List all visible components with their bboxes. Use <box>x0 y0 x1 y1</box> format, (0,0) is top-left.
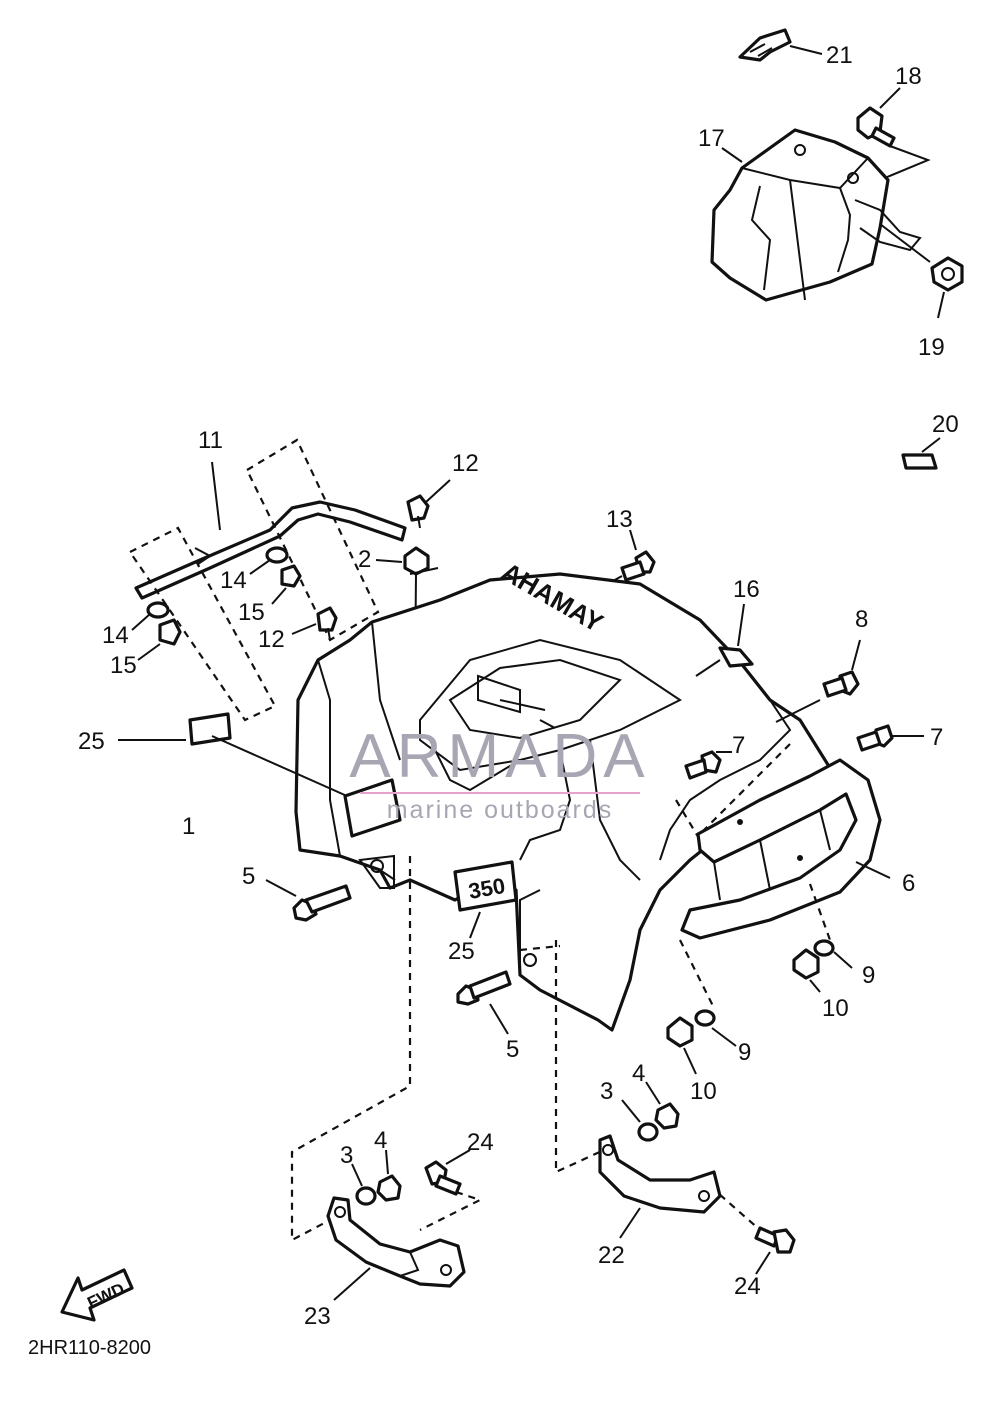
part-25-labels: 350 <box>118 712 518 939</box>
part-19-nut <box>879 223 964 319</box>
callout-8: 8 <box>855 606 868 633</box>
part-12-screws <box>291 479 451 641</box>
callout-25-left: 25 <box>78 728 105 755</box>
part-24-bolts <box>424 1149 796 1275</box>
part-11-rail <box>128 438 407 722</box>
callout-10-middle: 10 <box>690 1078 717 1105</box>
callout-24-left: 24 <box>467 1129 494 1156</box>
callout-24-right: 24 <box>734 1273 761 1300</box>
callout-3-left: 3 <box>340 1142 353 1169</box>
callout-11: 11 <box>198 427 223 454</box>
callout-14-left: 14 <box>102 622 129 649</box>
part-5-bolts <box>265 879 512 1035</box>
callout-19: 19 <box>918 334 945 361</box>
callout-9-middle: 9 <box>738 1039 751 1066</box>
callout-21: 21 <box>826 42 853 69</box>
callout-5-bottom: 5 <box>506 1036 519 1063</box>
callout-15-right: 15 <box>238 599 265 626</box>
assembly-lines <box>290 856 761 1242</box>
callout-20: 20 <box>932 411 959 438</box>
part-17-cover <box>710 128 922 302</box>
part-8-bolt <box>775 639 861 723</box>
callout-4-left: 4 <box>374 1127 387 1154</box>
watermark-tagline: marine outboards <box>387 796 614 824</box>
callout-13: 13 <box>606 506 633 533</box>
callout-12-left: 12 <box>258 626 285 653</box>
callout-3-right: 3 <box>600 1078 613 1105</box>
callout-25-bottom: 25 <box>448 938 475 965</box>
diagram-code: 2HR110-8200 <box>28 1337 151 1359</box>
watermark: ARMADA marine outboards <box>349 722 650 824</box>
callout-5-left: 5 <box>242 863 255 890</box>
callout-17: 17 <box>698 125 725 152</box>
callout-4-right: 4 <box>632 1060 645 1087</box>
part-3-4-fasteners <box>351 1081 680 1206</box>
callout-22: 22 <box>598 1242 625 1269</box>
callout-9-right: 9 <box>862 962 875 989</box>
callout-6: 6 <box>902 870 915 897</box>
callout-7-right: 7 <box>930 724 943 751</box>
part-23-bracket <box>326 1196 466 1301</box>
part-20-pad <box>901 437 941 470</box>
callout-1: 1 <box>182 813 195 840</box>
callout-18: 18 <box>895 63 922 90</box>
callout-7-middle: 7 <box>732 732 745 759</box>
part-22-bracket <box>598 1134 722 1239</box>
part-9-10-fasteners <box>666 883 853 1075</box>
callout-23: 23 <box>304 1303 331 1330</box>
part-6-guard <box>680 758 891 940</box>
callout-10-right: 10 <box>822 995 849 1022</box>
fwd-arrow: FWD <box>60 1268 134 1322</box>
watermark-brand: ARMADA <box>349 722 650 791</box>
callout-15-left: 15 <box>110 652 137 679</box>
callouts: 21 18 17 19 20 11 12 13 2 14 15 12 14 15… <box>78 42 959 1330</box>
part-16-decal <box>695 603 754 677</box>
part-7-screws <box>675 724 924 842</box>
part-21-clip <box>738 28 823 62</box>
callout-16: 16 <box>733 576 760 603</box>
part-14-15-fasteners <box>131 546 302 661</box>
callout-14-right: 14 <box>220 567 247 594</box>
callout-2: 2 <box>358 546 371 573</box>
part-18-bolt <box>856 87 931 181</box>
callout-12-top: 12 <box>452 450 479 477</box>
